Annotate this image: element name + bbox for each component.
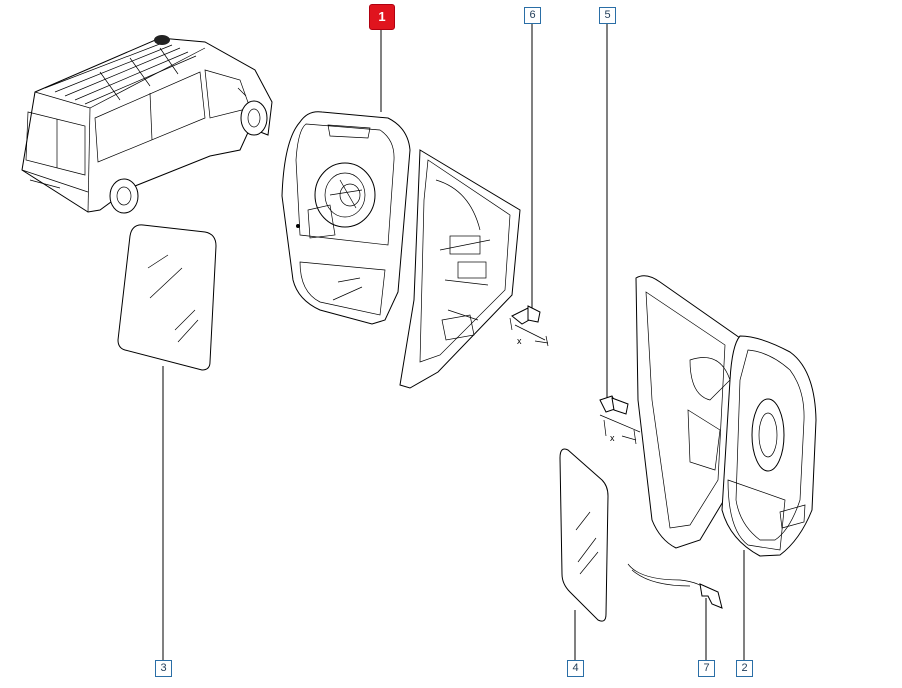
mirror-assembly-left — [281, 111, 521, 389]
mirror-glass-left — [117, 224, 217, 371]
callout-part-3[interactable]: 3 — [155, 660, 172, 677]
callout-part-7[interactable]: 7 — [698, 660, 715, 677]
mirror-assembly-right — [635, 275, 817, 557]
callout-part-4[interactable]: 4 — [567, 660, 584, 677]
screw-part-5: x — [599, 395, 641, 445]
van-illustration — [21, 35, 273, 214]
screw-part-6: x — [509, 305, 549, 347]
callout-part-2[interactable]: 2 — [736, 660, 753, 677]
callout-part-6[interactable]: 6 — [524, 7, 541, 24]
dimension-label-x: x — [517, 336, 522, 346]
clip-part-7 — [627, 563, 723, 609]
callout-part-5[interactable]: 5 — [599, 7, 616, 24]
callout-part-1[interactable]: 1 — [369, 4, 395, 30]
dimension-label-x: x — [610, 433, 615, 443]
mirror-glass-right — [559, 448, 609, 622]
leader-lines — [162, 23, 745, 660]
